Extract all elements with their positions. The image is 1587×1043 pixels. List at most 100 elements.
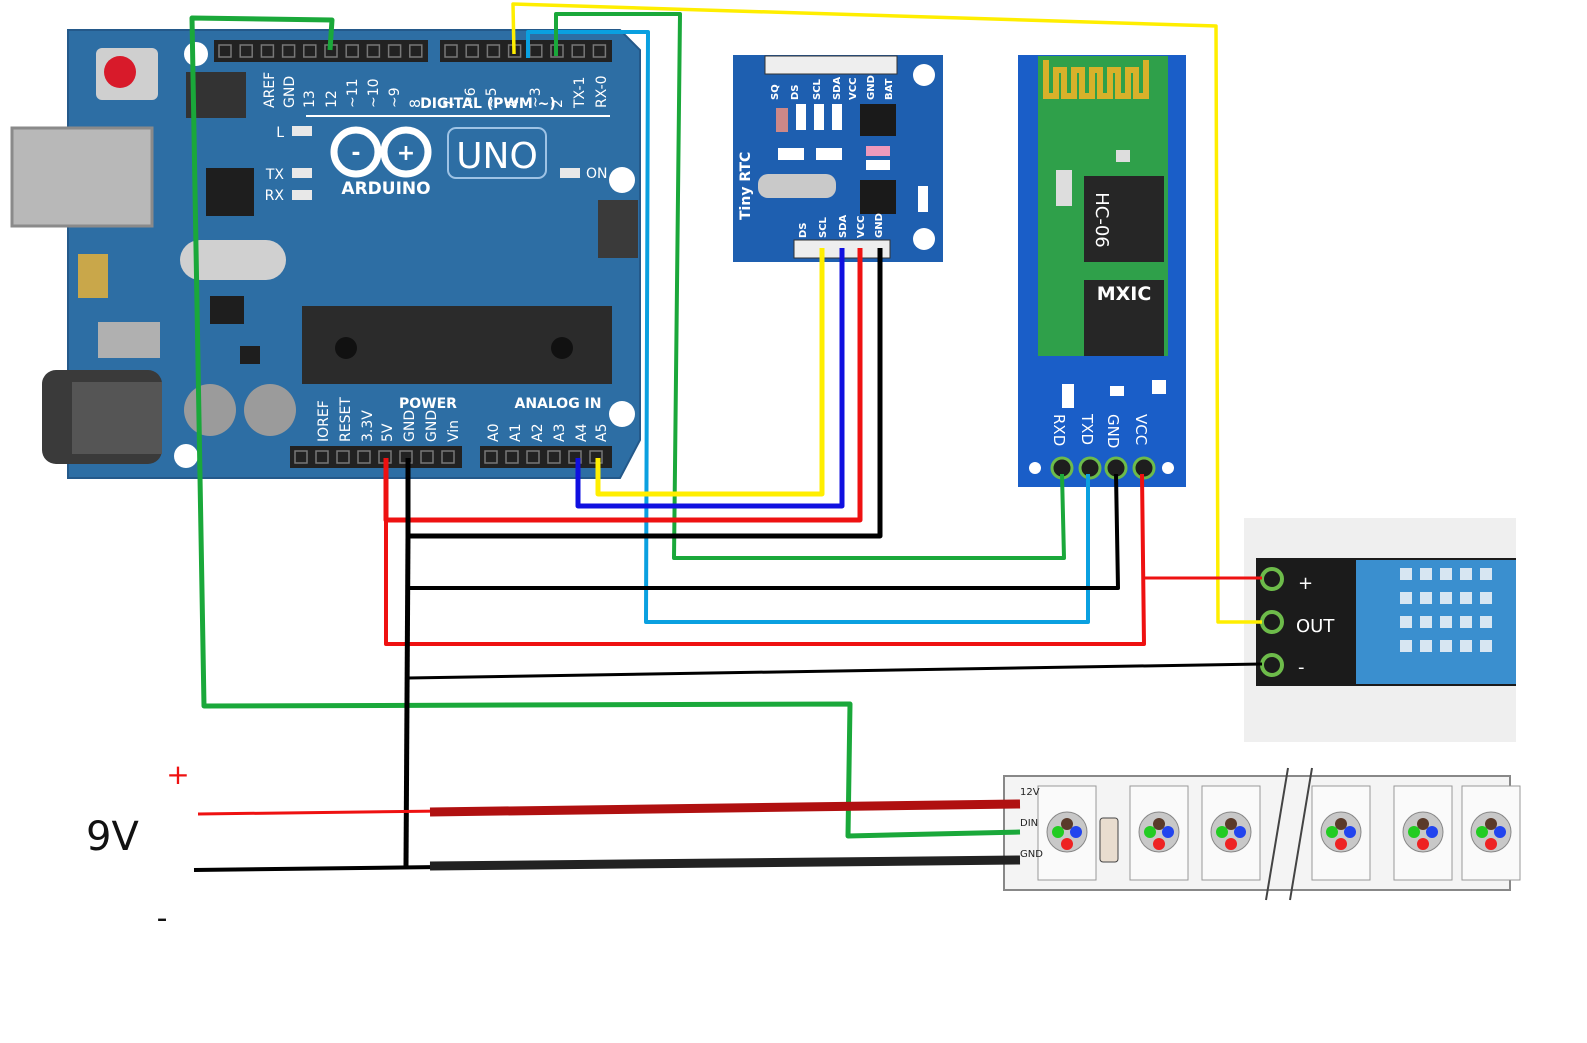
digital-pin-label: 4 <box>506 99 522 108</box>
rtc-top-pin-label: VCC <box>848 78 859 100</box>
battery-minus-label: - <box>157 901 168 936</box>
header-pin <box>315 450 329 464</box>
digital-pin-label: GND <box>282 76 298 108</box>
bt-chip <box>1084 176 1164 262</box>
digital-pin-label: ~9 <box>387 87 403 108</box>
rtc-top-pin-label: BAT <box>884 78 895 100</box>
header-pin <box>547 450 561 464</box>
hc06-bluetooth-module <box>1018 55 1186 487</box>
usb-connector <box>10 126 154 228</box>
power-pin-label: IOREF <box>316 400 332 442</box>
rtc-crystal <box>758 174 836 198</box>
tiny-rtc-module <box>733 55 943 262</box>
wire-red-bt-vcc <box>384 473 1146 646</box>
led-rx-label: RX <box>265 188 285 204</box>
digital-pin-label: 12 <box>324 90 340 108</box>
digital-pin-label: AREF <box>262 72 278 108</box>
power-pin-label: Vin <box>446 420 462 442</box>
wire-yellow-rtc-scl <box>595 248 825 497</box>
header-pin <box>420 450 434 464</box>
digital-pin-label: 13 <box>302 90 318 108</box>
power-pin-label: GND <box>424 410 440 442</box>
header-pin <box>239 44 253 58</box>
rtc-top-pin-label: SCL <box>812 78 823 100</box>
header-pin <box>387 44 402 58</box>
header-pin <box>441 450 455 464</box>
analog-pin-label: A5 <box>594 424 610 442</box>
dht-sensor-module <box>1244 518 1516 742</box>
rgb-led-icon <box>1402 811 1444 853</box>
strip-pad-12v: 12V <box>1020 787 1040 798</box>
header-pin <box>281 44 296 58</box>
rgb-led-icon <box>1320 811 1362 853</box>
analog-header-label: ANALOG IN <box>514 396 601 412</box>
digital-pin-label: 8 <box>408 99 424 108</box>
wire-red-rtc-vcc <box>383 248 863 523</box>
wire-green-din <box>189 15 1021 839</box>
header-pin <box>571 44 585 58</box>
header-pin <box>345 44 359 58</box>
wire-yellow-dht-out <box>511 2 1262 624</box>
digital-pin-label: ~6 <box>463 87 479 108</box>
arduino-uno-board: - + <box>10 29 641 479</box>
wire-black-dht-gnd <box>407 662 1263 680</box>
header-pin <box>357 450 371 464</box>
rtc-top-pin-label: SQ <box>770 84 781 100</box>
power-pin-label: RESET <box>338 397 354 442</box>
analog-pin-label: A2 <box>530 424 546 442</box>
header-pin <box>260 44 275 58</box>
rgb-led-icon <box>1210 811 1252 853</box>
wire-black-rtc-gnd <box>405 248 883 539</box>
wire-cyan-bt-txd <box>526 30 1090 624</box>
dht-pin-minus: - <box>1298 657 1305 678</box>
led-strip <box>1003 767 1521 901</box>
rtc-bottom-pin-label: SCL <box>818 216 829 238</box>
rtc-bottom-pin-label: VCC <box>856 216 867 238</box>
header-pin <box>505 450 519 464</box>
digital-pin-label: 2 <box>550 99 566 108</box>
digital-pin-label: RX-0 <box>594 75 610 108</box>
analog-pin-label: A4 <box>574 423 590 442</box>
wire-green-bt-rxd <box>554 12 1066 560</box>
digital-header-left <box>214 40 428 62</box>
bt-chip-label: HC-06 <box>1091 192 1112 248</box>
arduino-logo-text: ARDUINO <box>341 179 430 199</box>
header-pin <box>336 450 350 464</box>
header-pin <box>465 44 479 58</box>
rtc-bottom-pin-label: DS <box>798 222 809 238</box>
analog-pin-label: A1 <box>508 424 524 442</box>
bt-pin-label: VCC <box>1132 414 1150 445</box>
rtc-name: Tiny RTC <box>738 152 754 220</box>
power-pin-label: 3.3V <box>360 410 376 442</box>
digital-header-label: DIGITAL (PWM ~) <box>420 96 556 112</box>
rtc-top-pin-label: SDA <box>832 76 843 100</box>
power-pin-label: GND <box>402 410 418 442</box>
rtc-bottom-pin-label: SDA <box>838 214 849 238</box>
wire-black-gnd-trunk <box>403 535 411 867</box>
capacitor <box>184 384 236 436</box>
dht-pin-out: OUT <box>1296 616 1335 637</box>
power-header <box>290 446 462 468</box>
wire-black-bt-gnd <box>408 473 1120 590</box>
antenna-icon <box>1043 60 1149 99</box>
wire-blue-rtc-sda <box>575 248 845 509</box>
header-pin <box>568 450 582 464</box>
power-header-label: POWER <box>399 396 457 412</box>
rgb-led-icon <box>1138 811 1180 853</box>
analog-pin-label: A0 <box>486 424 502 442</box>
digital-pin-label: ~11 <box>345 78 361 108</box>
header-pin <box>366 44 381 58</box>
flash-chip-label: MXIC <box>1097 283 1152 305</box>
header-pin <box>303 44 317 58</box>
header-pin <box>409 44 423 58</box>
usb-chip <box>206 168 254 216</box>
svg-text:-: - <box>351 141 360 166</box>
rtc-top-pin-label: GND <box>866 75 877 100</box>
bt-pin-label: GND <box>1104 414 1122 448</box>
analog-header <box>480 446 612 468</box>
